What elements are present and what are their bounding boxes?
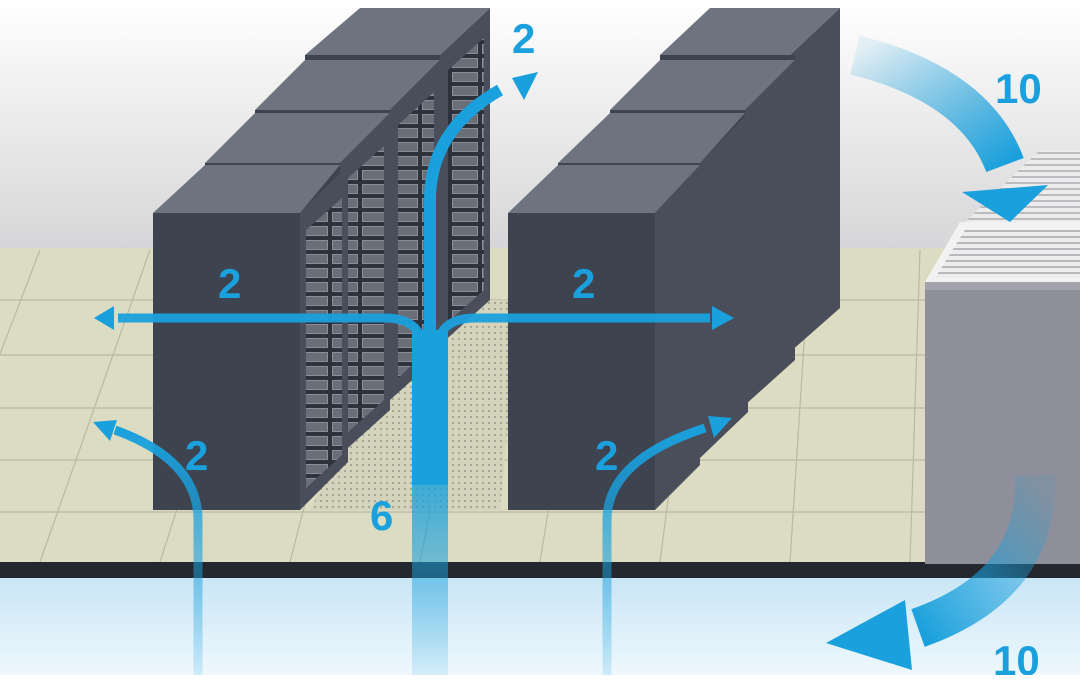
central-supply-underfloor [412,485,448,675]
label-central-supply: 6 [370,492,393,539]
label-right-horizontal: 2 [572,260,595,307]
floor-slab [0,562,1080,578]
label-crac-return: 10 [995,65,1042,112]
label-top-exhaust: 2 [512,15,535,62]
label-left-horizontal: 2 [218,260,241,307]
central-supply-column [412,330,448,485]
label-left-rising: 2 [185,432,208,479]
label-crac-supply: 10 [993,637,1040,675]
label-right-rising: 2 [595,432,618,479]
